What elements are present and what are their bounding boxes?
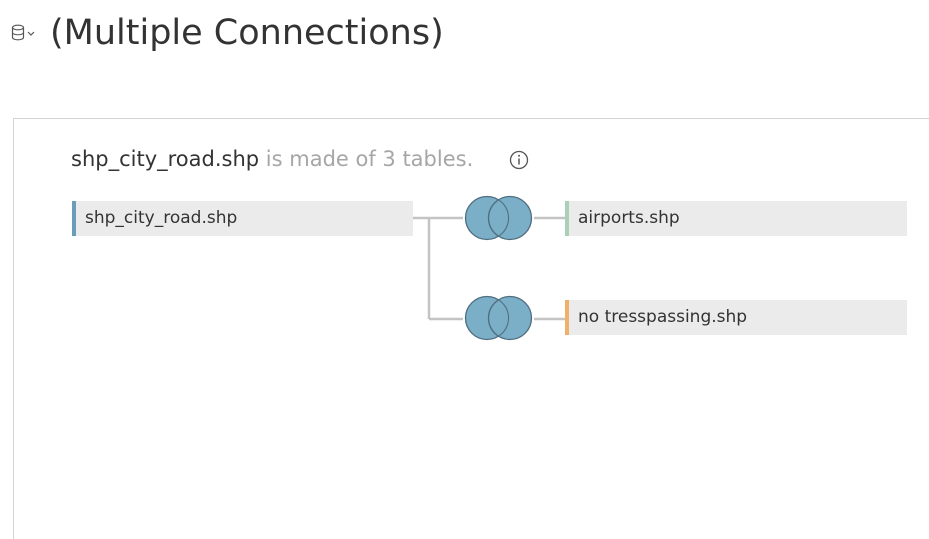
data-source-description: is made of 3 tables. [265,147,474,171]
table-no-trespassing[interactable]: no tresspassing.shp [565,300,907,335]
inner-join-icon[interactable] [460,294,536,342]
table-airports[interactable]: airports.shp [565,201,907,236]
header-bar: (Multiple Connections) [0,0,929,70]
data-source-name: shp_city_road.shp [71,147,260,171]
join-connector-lines [413,216,566,321]
info-icon[interactable] [508,149,530,171]
chevron-down-icon [27,31,35,36]
page-title: (Multiple Connections) [50,13,444,53]
data-source-summary: shp_city_road.shp is made of 3 tables. [71,145,473,173]
table-shp-city-road[interactable]: shp_city_road.shp [72,201,413,236]
database-icon[interactable] [10,24,36,42]
inner-join-icon[interactable] [460,194,536,242]
